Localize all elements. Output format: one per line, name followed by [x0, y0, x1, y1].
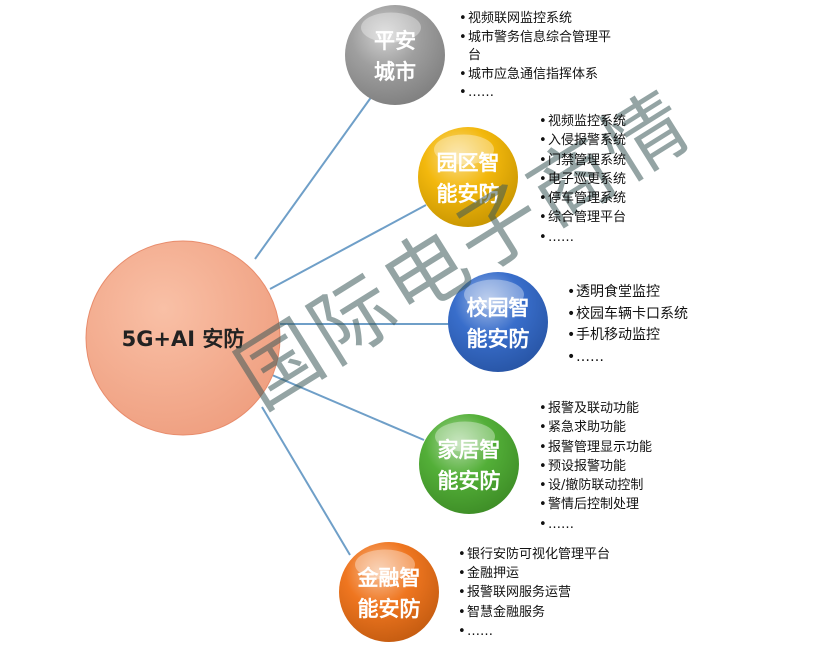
node-label-home-1: 家居智: [438, 437, 501, 462]
center-circle: [85, 240, 281, 436]
node-highlight-city: [361, 12, 421, 43]
node-label-finance-1: 金融智: [357, 565, 421, 590]
node-circle-home: [419, 414, 519, 514]
list-item: 警情后控制处理: [539, 495, 652, 515]
node-label-park-2: 能安防: [437, 181, 500, 206]
node-circle-city: [345, 5, 445, 105]
list-item: 电子巡更系统: [539, 170, 626, 190]
list-item: 视频监控系统: [539, 112, 626, 132]
list-item: 银行安防可视化管理平台: [458, 545, 610, 564]
list-item: 门禁管理系统: [539, 151, 626, 171]
list-item: ……: [459, 84, 618, 103]
list-item: 综合管理平台: [539, 208, 626, 228]
list-item: 停车管理系统: [539, 189, 626, 209]
node-circle-finance: [339, 542, 439, 642]
list-item: ……: [539, 515, 652, 535]
feature-list-campus: 透明食堂监控校园车辆卡口系统手机移动监控……: [567, 282, 688, 368]
node-highlight-home: [435, 421, 495, 452]
connector-lines: [254, 95, 449, 556]
center-node: 5G+AI 安防: [85, 240, 281, 436]
feature-list-park: 视频监控系统入侵报警系统门禁管理系统电子巡更系统停车管理系统综合管理平台……: [539, 112, 626, 247]
list-item: 报警及联动功能: [539, 399, 652, 419]
list-item: 校园车辆卡口系统: [567, 304, 688, 326]
center-label: 5G+AI 安防: [122, 327, 245, 351]
list-item: 金融押运: [458, 564, 610, 583]
feature-list-home: 报警及联动功能紧急求助功能报警管理显示功能预设报警功能设/撤防联动控制警情后控制…: [539, 399, 652, 534]
list-item: 入侵报警系统: [539, 131, 626, 151]
node-highlight-park: [434, 134, 494, 165]
node-label-city-2: 城市: [374, 59, 416, 84]
connector-line-city: [254, 95, 373, 260]
list-item: 智慧金融服务: [458, 603, 610, 622]
list-item: ……: [567, 347, 688, 369]
list-item: 城市警务信息综合管理平台: [459, 29, 618, 66]
list-item: ……: [539, 228, 626, 248]
node-highlight-finance: [355, 549, 415, 580]
node-label-city-1: 平安: [374, 28, 416, 53]
connector-line-finance: [261, 406, 351, 556]
list-item: 视频联网监控系统: [459, 10, 618, 29]
node-label-home-2: 能安防: [438, 468, 501, 493]
feature-list-city: 视频联网监控系统城市警务信息综合管理平台城市应急通信指挥体系……: [459, 10, 618, 103]
list-item: 报警管理显示功能: [539, 438, 652, 458]
connector-line-home: [271, 374, 425, 441]
list-item: 城市应急通信指挥体系: [459, 66, 618, 85]
node-label-park-1: 园区智: [437, 150, 500, 175]
node-label-finance-2: 能安防: [358, 596, 421, 621]
list-item: 预设报警功能: [539, 457, 652, 477]
list-item: 报警联网服务运营: [458, 583, 610, 602]
list-item: ……: [458, 622, 610, 641]
node-label-campus-2: 能安防: [467, 326, 530, 351]
node-label-campus-1: 校园智: [467, 295, 530, 320]
connector-line-park: [269, 204, 427, 290]
list-item: 手机移动监控: [567, 325, 688, 347]
node-circle-park: [418, 127, 518, 227]
list-item: 紧急求助功能: [539, 418, 652, 438]
list-item: 透明食堂监控: [567, 282, 688, 304]
node-highlight-campus: [464, 279, 524, 310]
node-circle-campus: [448, 272, 548, 372]
feature-list-finance: 银行安防可视化管理平台金融押运报警联网服务运营智慧金融服务……: [458, 545, 610, 641]
list-item: 设/撤防联动控制: [539, 476, 652, 496]
